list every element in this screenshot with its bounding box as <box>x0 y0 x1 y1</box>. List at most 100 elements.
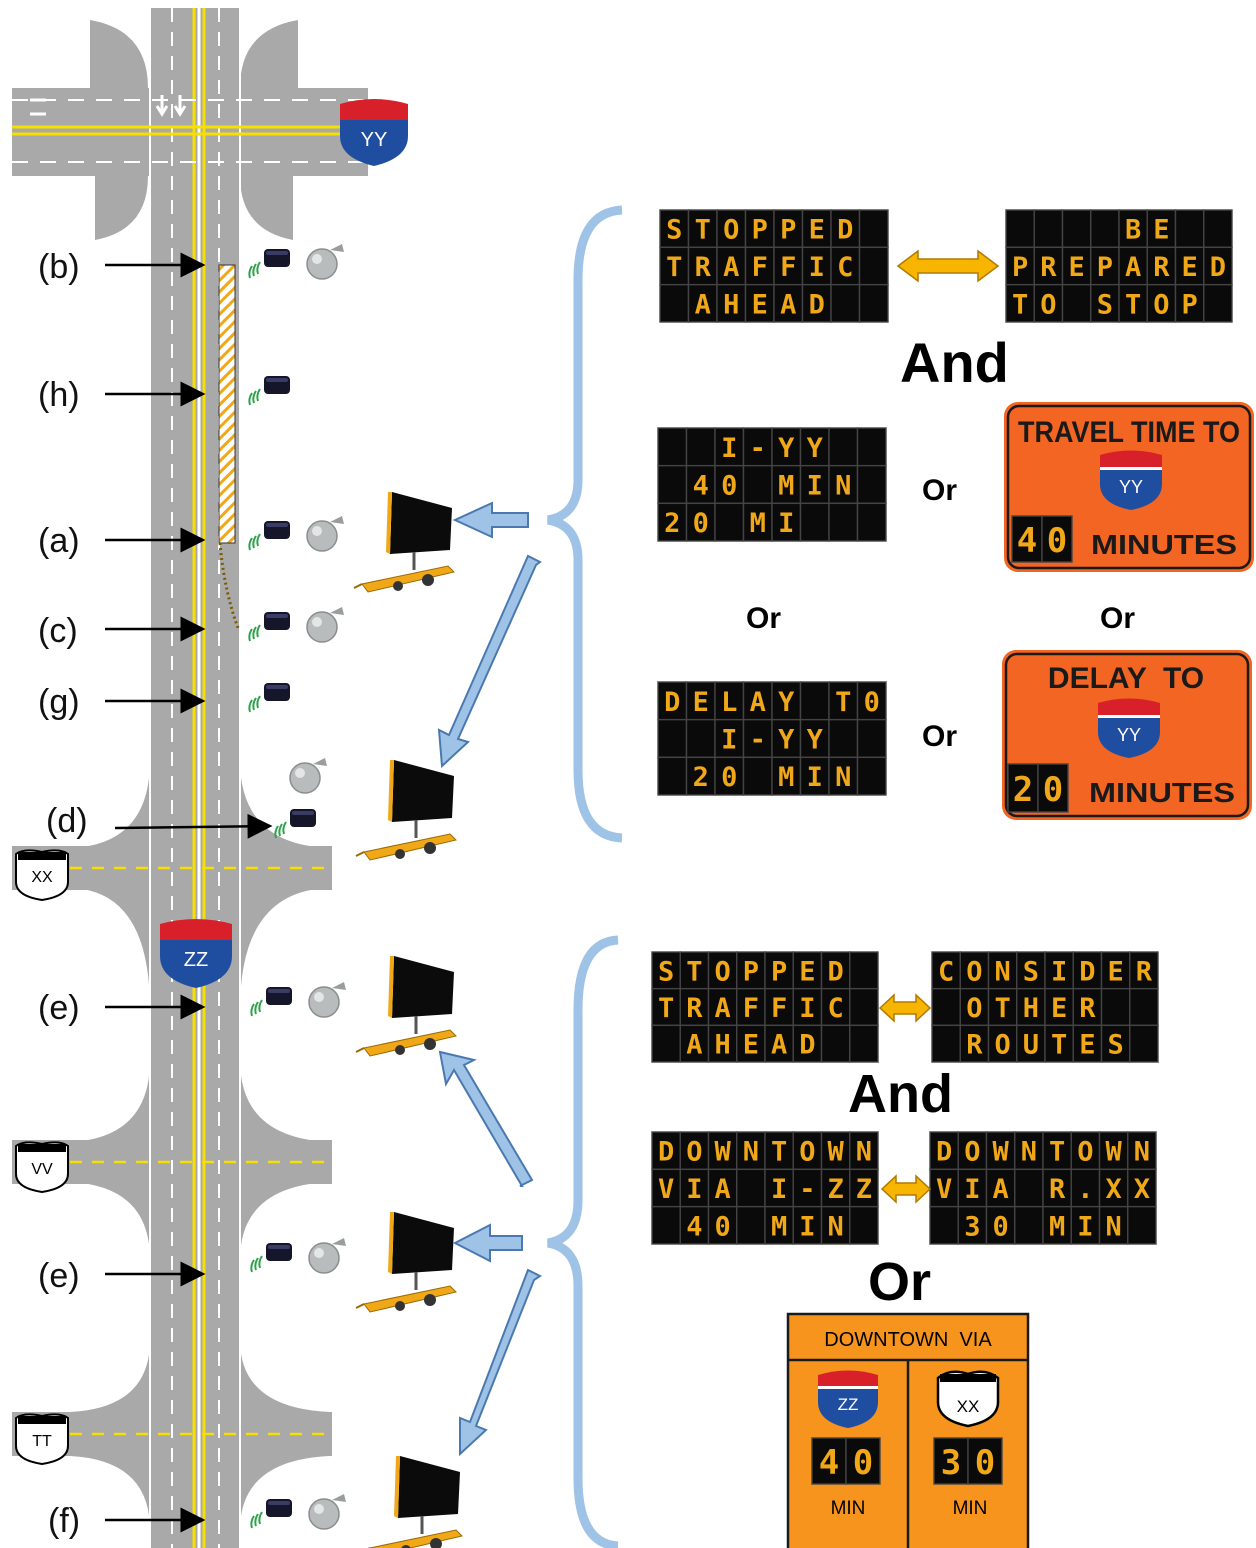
dms-char: A <box>750 687 766 718</box>
dms-char: E <box>799 956 815 987</box>
camera-icon <box>248 249 290 279</box>
dms-char: D <box>1079 956 1095 987</box>
dms-char: A <box>686 1030 702 1061</box>
dms-char: Z <box>856 1174 872 1205</box>
dms-char: I <box>1051 956 1067 987</box>
camera-icon <box>248 376 290 406</box>
dms-char: S <box>666 215 682 246</box>
dms-char: U <box>1023 1030 1039 1061</box>
dms-char: D <box>1210 252 1226 283</box>
dms-char: A <box>714 1174 730 1205</box>
dms-char: T <box>666 252 682 283</box>
dms-char: R <box>1136 956 1153 987</box>
dms-char: A <box>714 993 730 1024</box>
dms-char: T <box>686 956 702 987</box>
dms-char: R <box>695 252 712 283</box>
taper-cones <box>218 542 240 629</box>
dms-char: D <box>799 1030 815 1061</box>
dms-char: E <box>752 289 768 320</box>
trailer-group <box>353 492 463 1548</box>
detector-dome-icon <box>308 982 346 1018</box>
dms-char: W <box>827 1137 844 1168</box>
delay-sign-shield-label: YY <box>1117 725 1141 745</box>
dms-char: I <box>686 1174 702 1205</box>
dms-char: X <box>1105 1174 1121 1205</box>
dms-char: Y <box>778 687 795 718</box>
dms-char: N <box>1021 1137 1037 1168</box>
camera-icon <box>250 1499 292 1529</box>
dms-char: I <box>799 993 815 1024</box>
dms-char: D <box>936 1137 952 1168</box>
travel-sign-title: TRAVEL TIME TO <box>1018 416 1240 449</box>
dms-char: S <box>1107 1030 1123 1061</box>
dms-char: A <box>695 289 711 320</box>
flow-arrows <box>437 501 542 1457</box>
dms-char: D <box>658 1137 674 1168</box>
dms-char: Z <box>827 1174 843 1205</box>
delay-sign-unit: MINUTES <box>1089 777 1235 808</box>
dms-char: 2 <box>664 508 680 539</box>
dms-char: B <box>1125 215 1141 246</box>
travel-sign-unit: MINUTES <box>1091 529 1237 560</box>
work-zone <box>218 264 236 544</box>
location-label-e2: (e) <box>38 1257 80 1295</box>
dms-char: 0 <box>864 687 880 718</box>
location-label-f: (f) <box>48 1502 80 1540</box>
dms-char: A <box>780 289 796 320</box>
downtown-sign-left-digit-2: 0 <box>853 1443 873 1483</box>
dms-char: E <box>1051 993 1067 1024</box>
dms-char: P <box>1012 252 1028 283</box>
dms-char: T <box>1051 1030 1067 1061</box>
location-label-a: (a) <box>38 522 80 560</box>
alternate-arrow-lower-1 <box>878 993 932 1023</box>
upper-brace <box>546 205 623 843</box>
downtown-sign-title: DOWNTOWN VIA <box>824 1329 992 1351</box>
dms-char: O <box>686 1137 702 1168</box>
location-label-c: (c) <box>38 612 78 650</box>
dms-char: I <box>721 725 737 756</box>
location-label-e1: (e) <box>38 989 80 1027</box>
detector-dome-icon <box>306 607 344 643</box>
dms-char: X <box>1134 1174 1150 1205</box>
alternate-arrow-lower-2 <box>880 1174 932 1204</box>
dms-char: T <box>994 993 1010 1024</box>
delay-sign-digit-1: 2 <box>1013 770 1033 810</box>
detector-dome-icon <box>308 1238 346 1274</box>
arrow-to-trailer-f <box>459 1268 542 1457</box>
dms-char: - <box>799 1174 815 1205</box>
dms-char: O <box>714 956 730 987</box>
dms-char: O <box>1040 289 1056 320</box>
dms-char: . <box>1077 1174 1093 1205</box>
portable-sign-trailer-icon <box>367 1456 463 1548</box>
dms-char: H <box>1023 993 1039 1024</box>
dms-char: P <box>743 956 759 987</box>
dms-char: F <box>752 252 768 283</box>
dms-char: F <box>771 993 787 1024</box>
dms-char: I <box>721 433 737 464</box>
dms-char: T <box>658 993 674 1024</box>
downtown-sign-left-unit: MIN <box>831 1498 866 1519</box>
downtown-sign-right-unit: MIN <box>953 1498 988 1519</box>
dms-char: O <box>1077 1137 1093 1168</box>
dms-char: O <box>966 993 982 1024</box>
downtown-sign-shield-xx-label: XX <box>957 1397 980 1416</box>
dms-char: N <box>743 1137 759 1168</box>
dms-char: - <box>750 725 766 756</box>
downtown-sign-right-digit-1: 3 <box>941 1443 961 1483</box>
lower-brace <box>546 935 619 1548</box>
dms-char: 4 <box>686 1211 702 1242</box>
dms-char: N <box>994 956 1010 987</box>
portable-sign-trailer-icon <box>355 1212 457 1313</box>
dms-char: W <box>992 1137 1009 1168</box>
dms-char: I <box>1077 1211 1093 1242</box>
dms-char: N <box>835 471 851 502</box>
us-shield-label-vv: VV <box>31 1161 53 1178</box>
dms-char: R <box>966 1030 983 1061</box>
dms-char: 4 <box>693 471 709 502</box>
alternate-arrow-upper <box>896 249 1000 283</box>
